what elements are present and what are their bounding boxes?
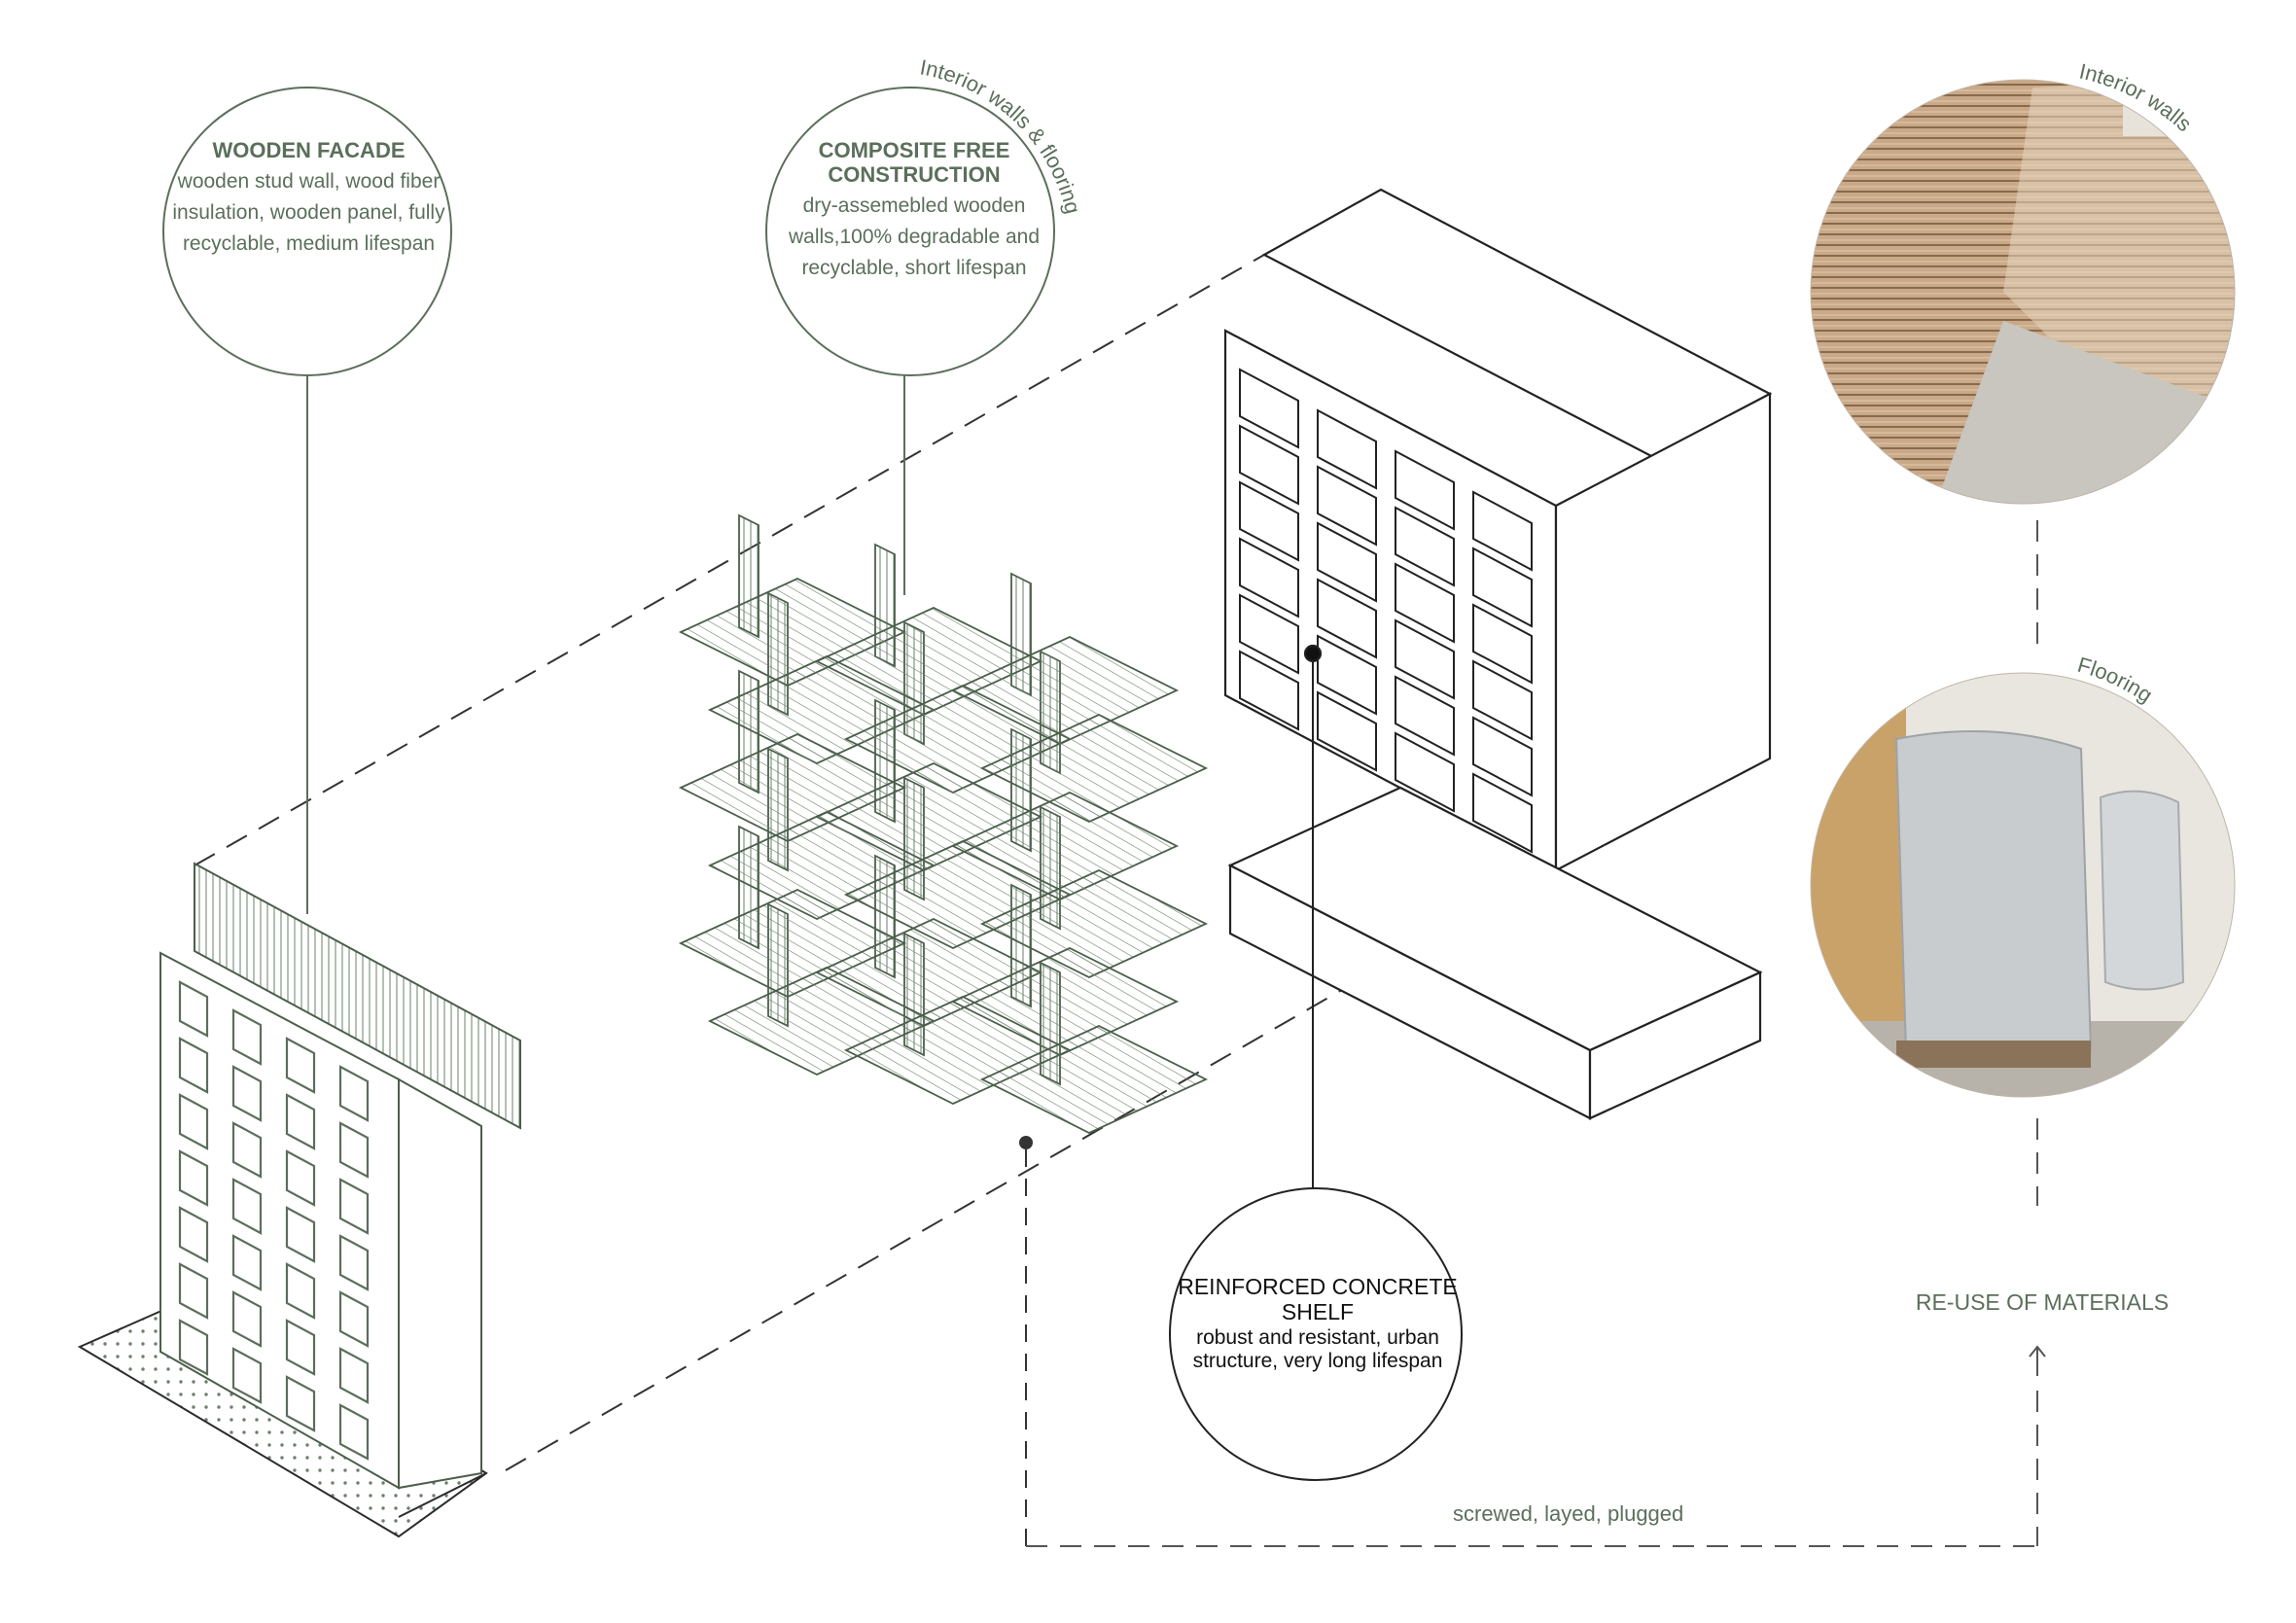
facade-window: [178, 1149, 209, 1207]
composite-free-body: dry-assemebled wooden walls,100% degrada…: [788, 194, 1041, 279]
frame-pin: [1019, 1136, 1033, 1149]
concrete-room: [1395, 449, 1455, 531]
arrow-up-icon: [2029, 1345, 2046, 1376]
facade-window: [231, 1121, 263, 1179]
reuse-loop: [1026, 520, 2038, 1547]
facade-window: [178, 1206, 209, 1263]
concrete-room: [1472, 659, 1533, 741]
facade-window: [338, 1290, 370, 1348]
facade-cornice: [194, 862, 521, 1130]
concrete-room: [1317, 634, 1377, 716]
concrete-room: [1239, 593, 1299, 675]
concrete-pin: [1303, 644, 1323, 663]
concrete-room: [1395, 675, 1455, 757]
facade-window: [285, 1319, 316, 1376]
concrete-room: [1317, 408, 1377, 490]
concrete-room: [1472, 547, 1533, 628]
facade-window: [285, 1375, 316, 1432]
concrete-shelf-circle: [1169, 1187, 1463, 1481]
wooden-facade-callout: WOODEN FACADE wooden stud wall, wood fib…: [170, 138, 447, 260]
concrete-room: [1317, 465, 1377, 547]
concrete-room: [1395, 618, 1455, 700]
facade-face-bay: [398, 1077, 482, 1490]
facade-window: [338, 1347, 370, 1404]
concrete-room: [1317, 690, 1377, 772]
facade-window: [338, 1234, 370, 1291]
facade-window: [178, 1262, 209, 1320]
concrete-room: [1239, 650, 1299, 731]
concrete-room: [1239, 424, 1299, 506]
photo-interior-walls: [1811, 80, 2235, 504]
facade-window: [285, 1037, 316, 1094]
facade-window: [285, 1262, 316, 1320]
joints-label: screwed, layed, plugged: [1453, 1501, 1684, 1526]
concrete-room: [1472, 490, 1533, 572]
wooden-facade-module: [77, 862, 521, 1538]
facade-window: [178, 1093, 209, 1150]
facade-windows: [178, 980, 370, 1461]
facade-window: [231, 1178, 263, 1235]
composite-free-callout: COMPOSITE FREE CONSTRUCTION dry-assemebl…: [778, 138, 1050, 284]
facade-window: [338, 1121, 370, 1179]
facade-window: [231, 1347, 263, 1404]
concrete-room: [1472, 716, 1533, 797]
concrete-room: [1472, 772, 1533, 854]
facade-window: [338, 1065, 370, 1122]
concrete-room: [1395, 506, 1455, 587]
concrete-shelf-body: robust and resistant, urban structure, v…: [1192, 1326, 1443, 1372]
callout-circles: [162, 87, 1463, 1481]
facade-window: [285, 1093, 316, 1150]
facade-window: [285, 1149, 316, 1207]
concrete-room: [1395, 562, 1455, 644]
concrete-room: [1239, 368, 1299, 449]
photo-flooring: [1811, 673, 2235, 1097]
concrete-side: [1554, 392, 1772, 872]
concrete-room: [1317, 578, 1377, 659]
composite-free-frame: [678, 368, 1209, 1546]
wooden-facade-body: wooden stud wall, wood fiber insulation,…: [172, 170, 445, 255]
concrete-room: [1239, 480, 1299, 562]
projection-lines: [194, 254, 1576, 1471]
concrete-shelf-callout: REINFORCED CONCRETE SHELF robust and res…: [1177, 1274, 1459, 1373]
facade-window: [178, 1319, 209, 1376]
facade-window: [338, 1403, 370, 1461]
concrete-shelf-side: [1588, 970, 1762, 1120]
facade-window: [231, 1065, 263, 1122]
facade-window: [285, 1206, 316, 1263]
facade-window: [231, 1008, 263, 1066]
wooden-facade-title: WOODEN FACADE: [212, 138, 406, 162]
concrete-shelf-title: REINFORCED CONCRETE SHELF: [1178, 1274, 1458, 1324]
concrete-structure: [1223, 188, 1773, 1188]
concrete-room: [1395, 731, 1455, 813]
facade-window: [178, 980, 209, 1038]
concrete-front: [1223, 329, 1558, 872]
concrete-room: [1317, 521, 1377, 603]
facade-window: [231, 1290, 263, 1348]
concrete-room: [1472, 603, 1533, 685]
concrete-room: [1239, 537, 1299, 618]
facade-window: [178, 1037, 209, 1094]
facade-window: [231, 1234, 263, 1291]
facade-window: [338, 1178, 370, 1235]
composite-free-title: COMPOSITE FREE CONSTRUCTION: [818, 138, 1010, 187]
frame-slab: [979, 1025, 1209, 1134]
reuse-label: RE-USE OF MATERIALS: [1915, 1289, 2170, 1315]
composite-free-circle: [765, 87, 1055, 376]
